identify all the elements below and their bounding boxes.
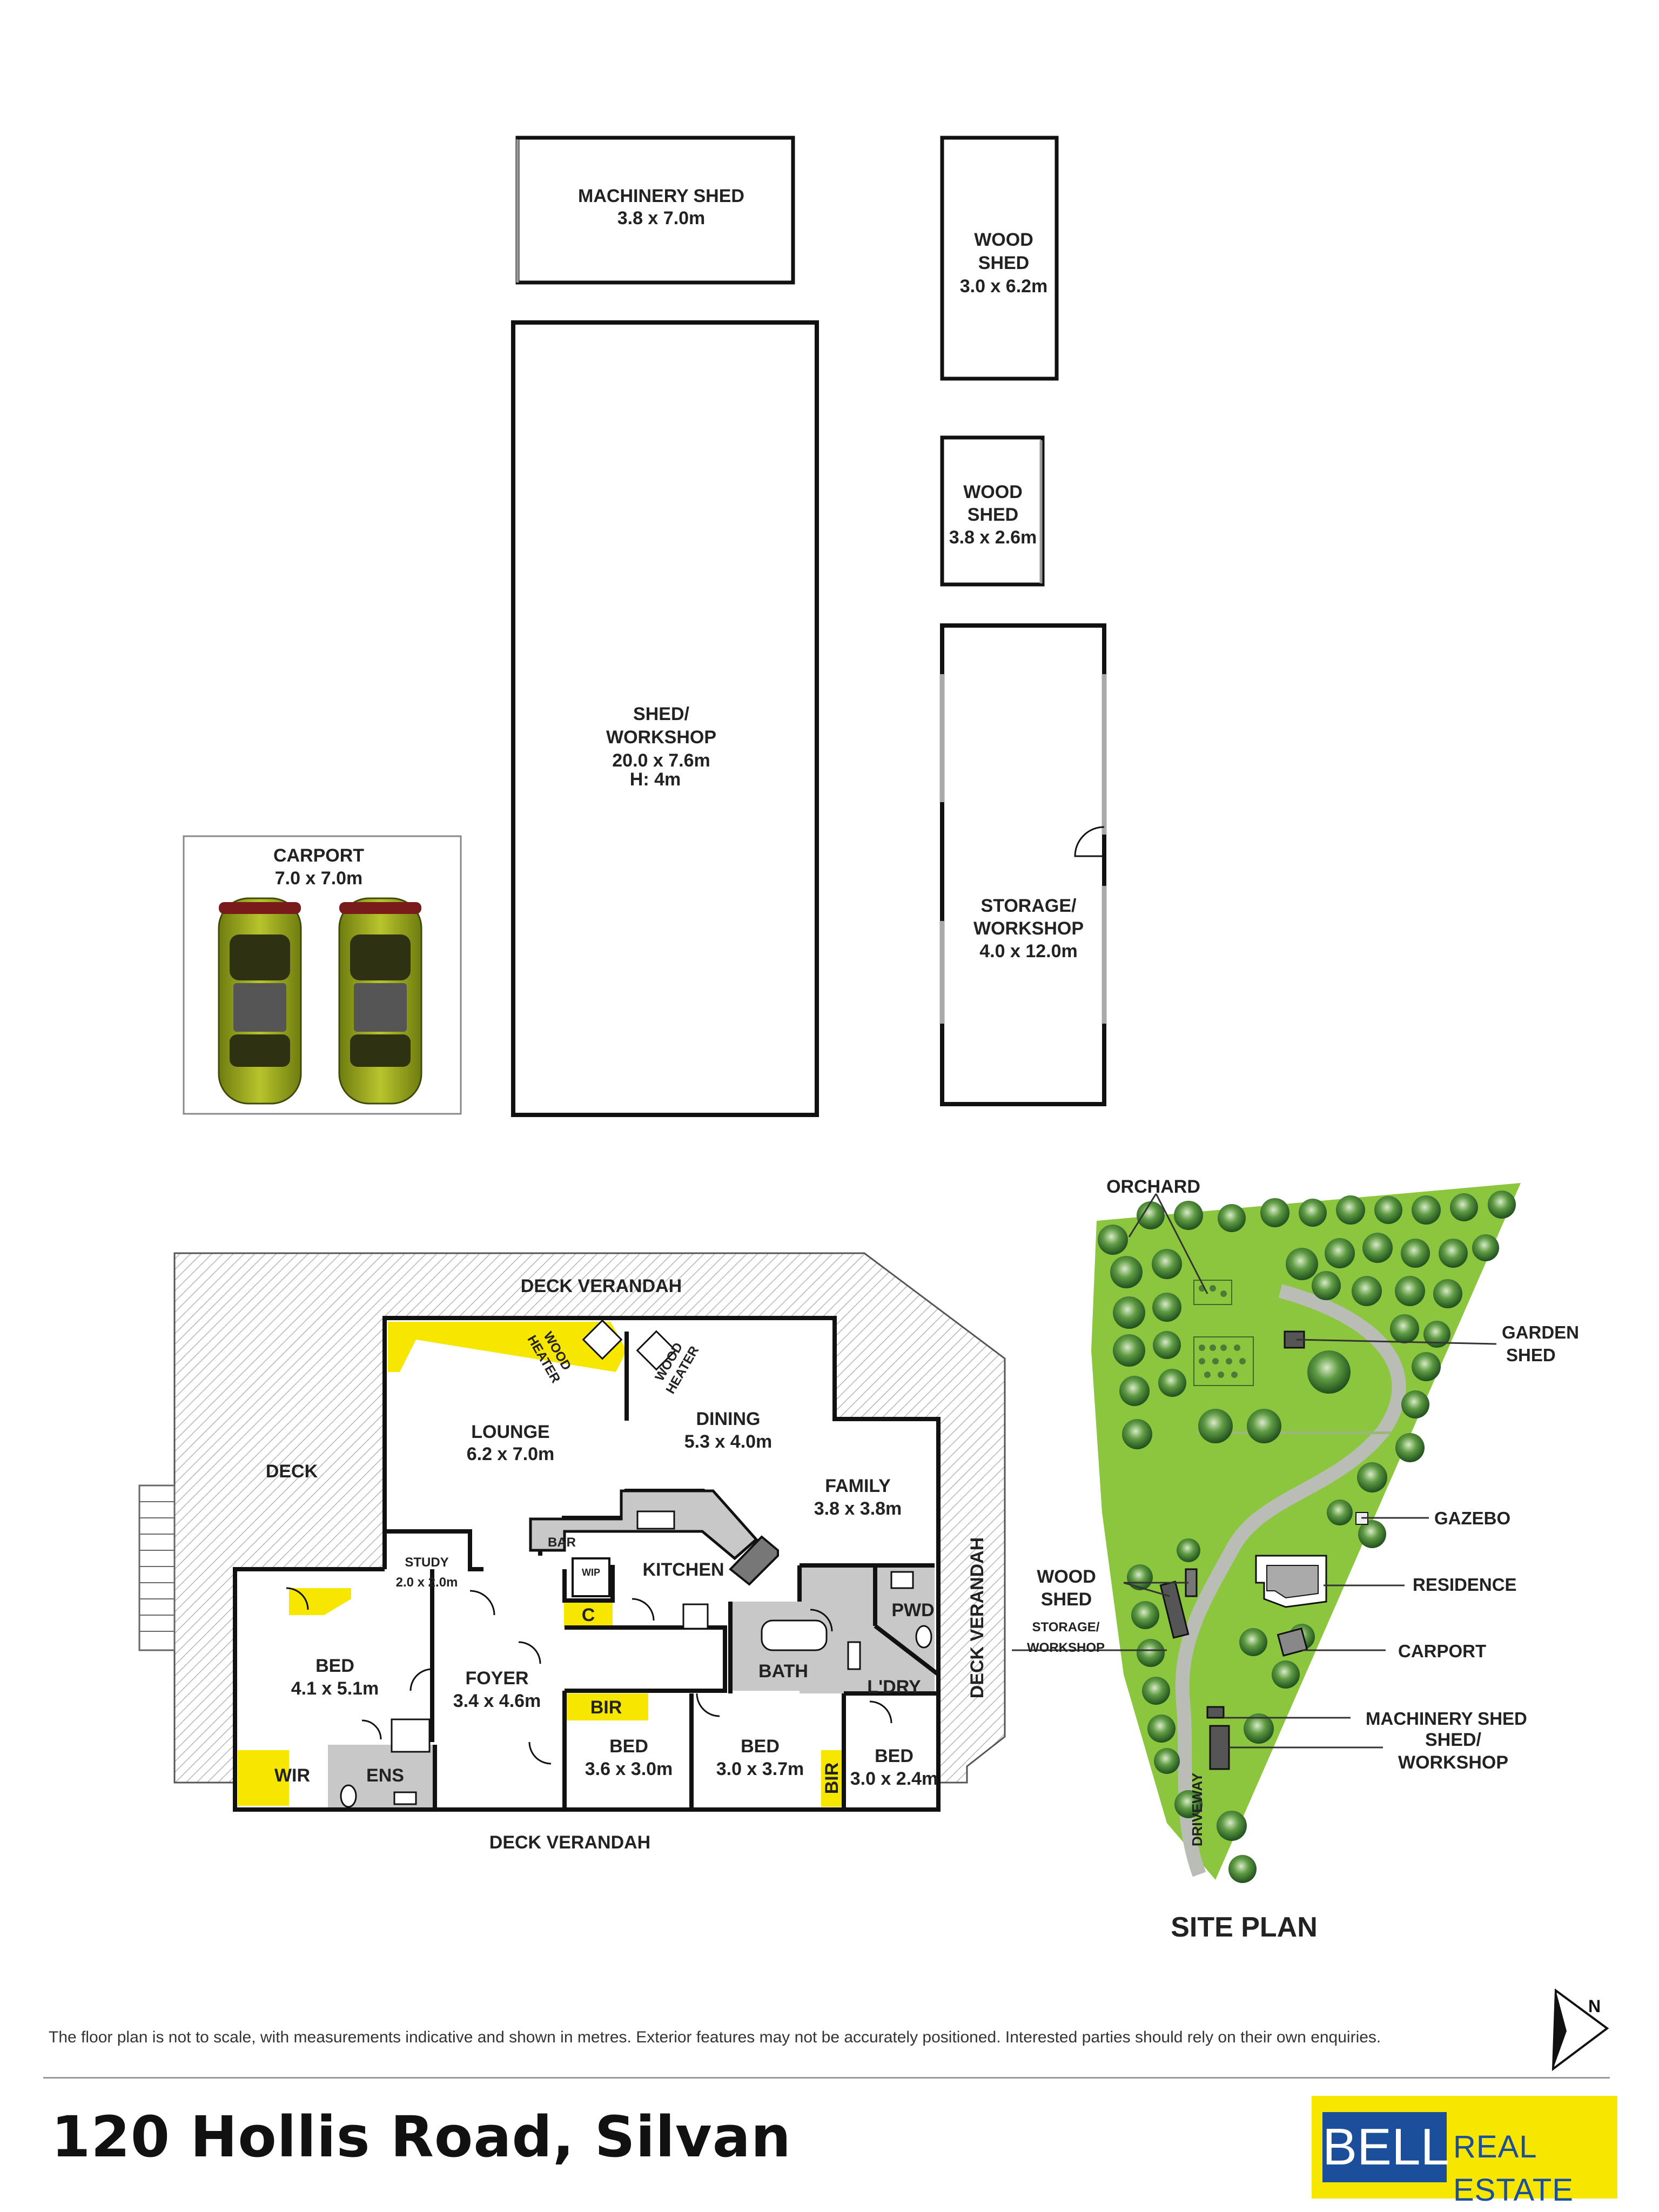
carport: CARPORT 7.0 x 7.0m xyxy=(183,835,462,1115)
bed-main-size: 4.1 x 5.1m xyxy=(291,1678,379,1699)
site-garden-shed-line2: SHED xyxy=(1506,1345,1556,1365)
dining-size: 5.3 x 4.0m xyxy=(684,1431,773,1452)
machinery-shed-size: 3.8 x 7.0m xyxy=(617,208,706,228)
deck-label: DECK xyxy=(266,1461,318,1482)
footer-divider xyxy=(43,2077,1610,2079)
bed-2-label: BED xyxy=(609,1736,648,1757)
site-shed-workshop-line2: WORKSHOP xyxy=(1398,1752,1508,1773)
bed-3-size: 3.0 x 3.7m xyxy=(716,1759,804,1779)
bir-1-label: BIR xyxy=(590,1697,622,1718)
site-orchard-label: ORCHARD xyxy=(1106,1176,1200,1197)
study-label: STUDY xyxy=(405,1555,448,1570)
bed-main-label: BED xyxy=(315,1656,354,1676)
wood-shed-2-line1: WOOD xyxy=(963,482,1023,502)
site-storage-workshop-line1: STORAGE/ xyxy=(1032,1620,1100,1635)
property-address: 120 Hollis Road, Silvan xyxy=(51,2104,791,2170)
car-icon xyxy=(218,897,302,1105)
ens-label: ENS xyxy=(366,1765,404,1786)
bed-4-size: 3.0 x 2.4m xyxy=(850,1769,938,1789)
residence-floor-plan: DECK VERANDAH DECK VERANDAH DECK VERANDA… xyxy=(138,1252,1006,1853)
shed-workshop-line2: WORKSHOP xyxy=(606,727,716,748)
machinery-shed-site-icon xyxy=(1206,1706,1225,1719)
wood-shed-1-line2: SHED xyxy=(978,253,1029,273)
stairs-left-icon xyxy=(138,1484,176,1651)
ldry-label: L'DRY xyxy=(867,1677,921,1697)
family-size: 3.8 x 3.8m xyxy=(814,1498,902,1519)
lounge-label: LOUNGE xyxy=(471,1422,549,1442)
bed-3-label: BED xyxy=(741,1736,780,1757)
wood-shed-2-size: 3.8 x 2.6m xyxy=(949,527,1037,548)
site-storage-workshop-line2: WORKSHOP xyxy=(1027,1640,1105,1655)
shed-workshop-size: 20.0 x 7.6m xyxy=(612,750,710,771)
wood-shed-2: WOOD SHED 3.8 x 2.6m xyxy=(940,435,1045,587)
tree-cluster-icon xyxy=(1098,1191,1516,1883)
wood-shed-2-line2: SHED xyxy=(968,505,1018,525)
orchard-icon xyxy=(1193,1280,1254,1386)
storage-workshop-size: 4.0 x 12.0m xyxy=(979,941,1077,962)
c-label: C xyxy=(582,1605,595,1625)
wir-label: WIR xyxy=(274,1765,310,1786)
foyer-size: 3.4 x 4.6m xyxy=(453,1691,541,1711)
north-arrow-icon: N xyxy=(1551,1988,1609,2072)
site-garden-shed-line1: GARDEN xyxy=(1502,1322,1579,1342)
carport-label: CARPORT xyxy=(273,845,364,866)
shed-workshop-height: H: 4m xyxy=(630,769,681,790)
site-machinery-shed-label: MACHINERY SHED xyxy=(1366,1709,1527,1729)
carport-size: 7.0 x 7.0m xyxy=(275,868,363,889)
deck-verandah-right-label: DECK VERANDAH xyxy=(967,1537,988,1698)
logo-brand: BELL xyxy=(1322,2112,1449,2182)
car-icon xyxy=(338,897,422,1105)
site-plan: ORCHARD GARDEN SHED GAZEBO RESIDENCE WOO… xyxy=(1012,1176,1579,1943)
deck-verandah-bottom-label: DECK VERANDAH xyxy=(489,1832,650,1853)
wood-shed-1: WOOD SHED 3.0 x 6.2m xyxy=(940,136,1059,381)
wood-shed-1-size: 3.0 x 6.2m xyxy=(960,276,1048,297)
shed-workshop-line1: SHED/ xyxy=(633,704,689,724)
storage-workshop: STORAGE/ WORKSHOP 4.0 x 12.0m xyxy=(939,623,1107,1106)
site-residence-label: RESIDENCE xyxy=(1413,1575,1517,1595)
site-wood-shed-line1: WOOD xyxy=(1037,1566,1096,1587)
dining-label: DINING xyxy=(696,1409,761,1429)
wip-label: WIP xyxy=(582,1567,600,1578)
site-gazebo-label: GAZEBO xyxy=(1434,1508,1510,1528)
site-wood-shed-line2: SHED xyxy=(1041,1589,1092,1610)
lounge-size: 6.2 x 7.0m xyxy=(467,1444,555,1464)
bir-2-label: BIR xyxy=(822,1763,842,1794)
bed-4-label: BED xyxy=(875,1746,914,1766)
pwd-label: PWD xyxy=(891,1600,934,1621)
bar-label: BAR xyxy=(548,1535,576,1550)
bed-2-size: 3.6 x 3.0m xyxy=(585,1759,673,1779)
machinery-shed-label: MACHINERY SHED xyxy=(578,186,744,206)
shed-workshop-site-icon xyxy=(1209,1725,1230,1770)
bath-label: BATH xyxy=(758,1661,808,1682)
machinery-shed: MACHINERY SHED 3.8 x 7.0m xyxy=(515,136,795,285)
north-label: N xyxy=(1588,1996,1601,2016)
storage-workshop-line2: WORKSHOP xyxy=(973,918,1084,939)
storage-workshop-line1: STORAGE/ xyxy=(981,896,1077,916)
disclaimer-text: The floor plan is not to scale, with mea… xyxy=(49,2028,1381,2046)
garden-shed-icon xyxy=(1284,1330,1305,1349)
foyer-label: FOYER xyxy=(465,1668,528,1689)
carport-site-icon xyxy=(1277,1627,1308,1657)
site-driveway-label: DRIVEWAY xyxy=(1189,1773,1205,1846)
logo-tagline: REAL ESTATE xyxy=(1453,2129,1574,2208)
kitchen-label: KITCHEN xyxy=(642,1559,724,1580)
site-plan-title: SITE PLAN xyxy=(1171,1912,1318,1943)
deck-verandah-top-label: DECK VERANDAH xyxy=(521,1276,682,1296)
site-carport-label: CARPORT xyxy=(1398,1641,1486,1661)
residence-icon xyxy=(1255,1555,1327,1608)
bell-real-estate-logo[interactable]: BELL REAL ESTATE xyxy=(1312,2096,1617,2208)
site-shed-workshop-line1: SHED/ xyxy=(1425,1730,1481,1750)
wood-shed-1-line1: WOOD xyxy=(974,230,1033,250)
study-size: 2.0 x 2.0m xyxy=(396,1575,458,1590)
shed-workshop: SHED/ WORKSHOP 20.0 x 7.6m H: 4m xyxy=(511,320,819,1117)
family-label: FAMILY xyxy=(825,1476,891,1496)
